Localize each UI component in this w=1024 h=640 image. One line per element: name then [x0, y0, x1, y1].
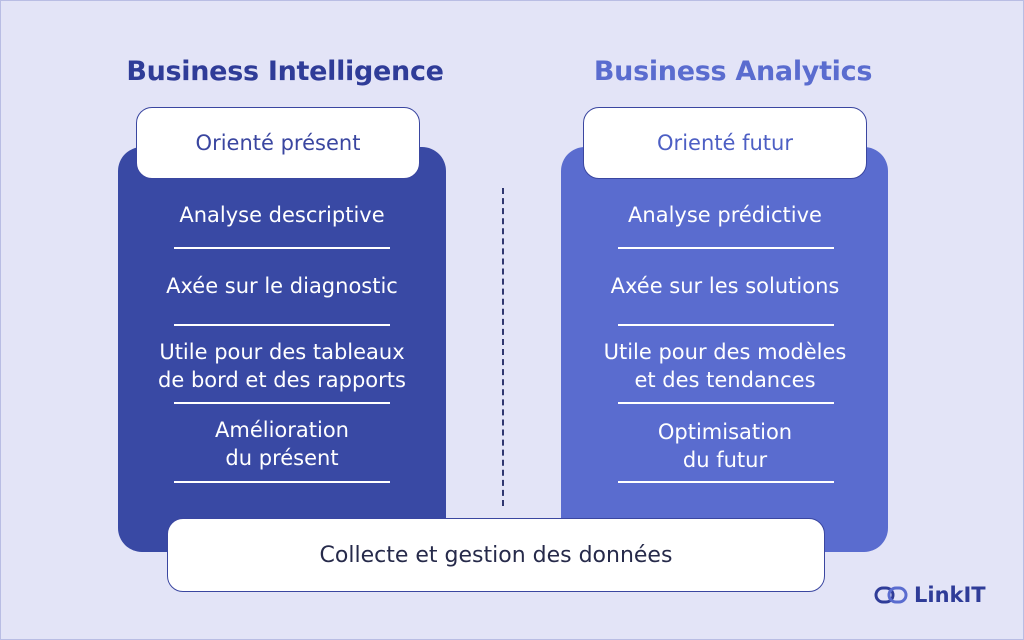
ba-orientation-pill: Orienté futur	[583, 107, 867, 179]
bi-item-4: Amélioration du présent	[215, 418, 349, 470]
ba-divider-1	[618, 247, 834, 249]
ba-item-3: Utile pour des modèles et des tendances	[603, 340, 847, 392]
brand-logo: LinkIT	[874, 580, 986, 610]
chain-link-icon	[874, 586, 908, 604]
ba-item-4: Optimisation du futur	[657, 420, 793, 472]
ba-divider-2	[618, 324, 834, 326]
ba-item-1: Analyse prédictive	[628, 203, 822, 227]
bi-item-2: Axée sur le diagnostic	[166, 274, 398, 298]
brand-name: LinkIT	[914, 583, 986, 607]
ba-item-2: Axée sur les solutions	[610, 274, 840, 298]
bi-orientation-label: Orienté présent	[195, 131, 361, 155]
bi-divider-3	[174, 402, 390, 404]
bi-item-1: Analyse descriptive	[179, 203, 385, 227]
ba-divider-3	[618, 402, 834, 404]
bi-divider-1	[174, 247, 390, 249]
center-dashed-divider	[502, 188, 504, 506]
bi-divider-4	[174, 481, 390, 483]
ba-panel	[561, 147, 888, 552]
ba-divider-4	[618, 481, 834, 483]
foundation-label: Collecte et gestion des données	[319, 542, 673, 568]
ba-orientation-label: Orienté futur	[657, 131, 793, 155]
foundation-bar: Collecte et gestion des données	[167, 518, 825, 592]
bi-item-3: Utile pour des tableaux de bord et des r…	[158, 340, 406, 392]
bi-panel	[118, 147, 446, 552]
bi-divider-2	[174, 324, 390, 326]
bi-orientation-pill: Orienté présent	[136, 107, 420, 179]
bi-title: Business Intelligence	[126, 56, 444, 87]
ba-title: Business Analytics	[593, 56, 873, 87]
